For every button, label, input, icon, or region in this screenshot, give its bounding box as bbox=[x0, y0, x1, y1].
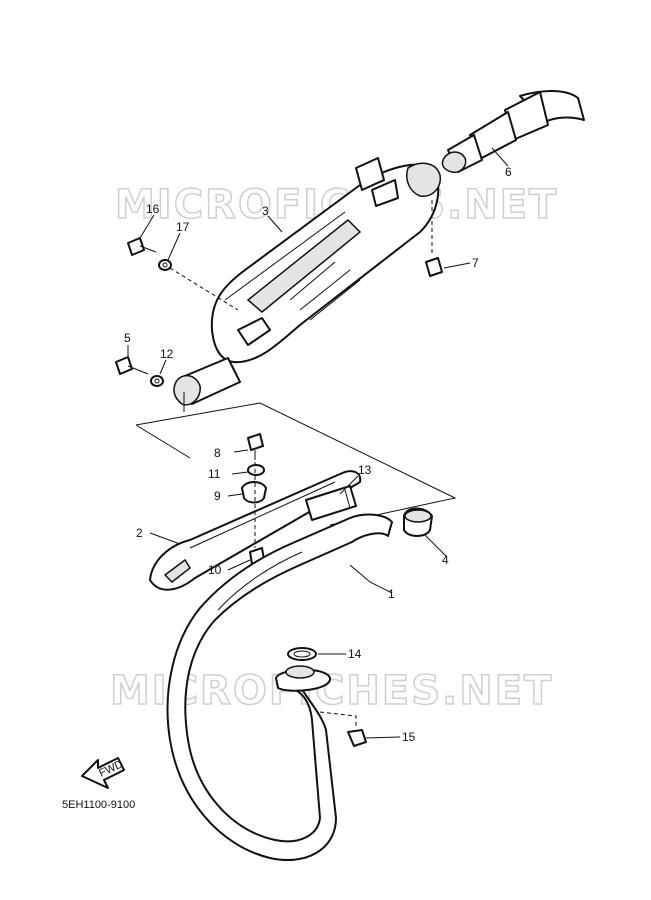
washer-part-17 bbox=[158, 259, 172, 271]
flange bbox=[275, 665, 331, 692]
callout-10: 10 bbox=[208, 563, 222, 577]
callout-13: 13 bbox=[358, 463, 372, 477]
callout-8: 8 bbox=[214, 446, 221, 460]
assembly-boundary bbox=[135, 402, 457, 526]
gasket-part-4 bbox=[403, 507, 433, 537]
bolt-16-alignment-line bbox=[169, 267, 239, 311]
callout-16: 16 bbox=[146, 202, 160, 216]
bolt-part-16 bbox=[127, 237, 157, 256]
callout-15: 15 bbox=[402, 730, 416, 744]
nut-part-7 bbox=[425, 200, 443, 277]
callout-2: 2 bbox=[136, 526, 143, 540]
leader-lines bbox=[127, 147, 509, 739]
callout-4: 4 bbox=[442, 553, 449, 567]
label-plate-part-13 bbox=[305, 485, 357, 521]
callout-6: 6 bbox=[505, 165, 512, 179]
callout-9: 9 bbox=[214, 489, 221, 503]
callout-17: 17 bbox=[176, 220, 190, 234]
fwd-arrow-icon: FWD bbox=[81, 757, 125, 789]
callout-11: 11 bbox=[208, 467, 221, 481]
bolt-part-8 bbox=[247, 433, 264, 460]
callout-1: 1 bbox=[388, 587, 395, 601]
grommet-part-9 bbox=[241, 481, 267, 504]
bolt-part-5 bbox=[115, 356, 149, 375]
callouts: 1 2 3 4 5 6 7 8 9 10 11 12 13 14 15 16 1… bbox=[124, 165, 512, 744]
callout-7: 7 bbox=[472, 256, 479, 270]
gasket-part-14 bbox=[287, 647, 317, 661]
inlet-pipe-part-6 bbox=[441, 90, 585, 174]
diagram-code: 5EH1100-9100 bbox=[62, 799, 135, 811]
nut-part-15 bbox=[319, 711, 367, 747]
washer-part-12 bbox=[150, 375, 164, 387]
callout-3: 3 bbox=[262, 204, 269, 218]
muffler-part-3 bbox=[210, 157, 441, 364]
washer-part-11 bbox=[247, 464, 265, 476]
callout-5: 5 bbox=[124, 331, 131, 345]
callout-14: 14 bbox=[348, 647, 362, 661]
callout-12: 12 bbox=[160, 347, 174, 361]
muffler-outlet bbox=[173, 357, 241, 412]
